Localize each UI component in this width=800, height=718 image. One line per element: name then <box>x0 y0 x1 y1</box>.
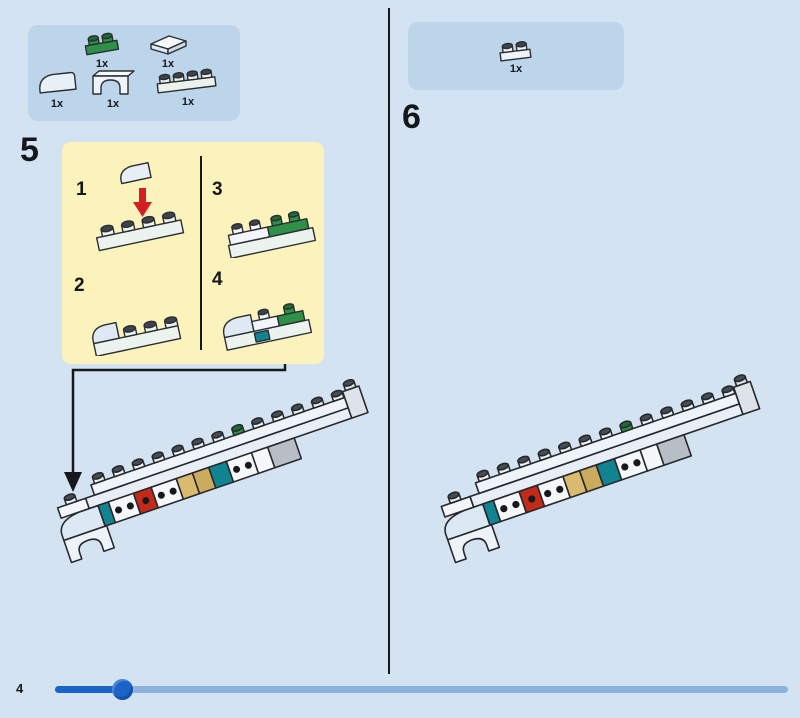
step5-assembled-model <box>43 376 384 564</box>
substep-connector-arrow <box>64 364 287 492</box>
plate-1x2-green-icon <box>84 32 120 56</box>
down-arrow-icon <box>64 472 82 492</box>
substep-3-diagram <box>227 210 317 258</box>
tile-1x2-white-icon <box>150 35 187 55</box>
progress-slider-knob[interactable] <box>112 679 133 700</box>
plate-1x4-white-icon <box>156 68 217 94</box>
substeps-divider <box>200 156 202 350</box>
substep-1-diagram <box>95 161 185 252</box>
part-count: 1x <box>50 98 64 110</box>
substep-4-number: 4 <box>212 269 223 290</box>
part-plate-1x4-white: 1x <box>152 67 224 108</box>
substep-2-diagram <box>92 316 182 356</box>
step5-parts-callout: 1x 1x 1x <box>28 25 240 121</box>
part-count: 1x <box>106 98 120 110</box>
column-divider <box>388 8 390 674</box>
part-tile-1x2-white: 1x <box>146 31 190 70</box>
step6-number: 6 <box>402 98 421 136</box>
part-arch-1x2-white: 1x <box>90 67 136 110</box>
part-count: 1x <box>95 58 109 70</box>
progress-slider-fill <box>55 686 122 693</box>
step6-assembled-model <box>427 371 776 564</box>
step5-substeps-box: 1 2 <box>62 142 324 364</box>
part-count: 1x <box>181 96 195 108</box>
part-count: 1x <box>161 58 175 70</box>
plate-1x2-white-icon <box>499 40 532 62</box>
substep-4-diagram <box>222 303 313 351</box>
red-arrow-icon <box>133 188 152 217</box>
substep-3-number: 3 <box>212 179 223 200</box>
slope-curved-1x2-white-icon <box>39 71 77 94</box>
step6-parts-callout: 1x <box>408 22 624 90</box>
part-slope-curved-1x2-white: 1x <box>34 69 80 110</box>
substep-1-number: 1 <box>76 179 87 200</box>
progress-slider-track[interactable] <box>55 679 788 700</box>
step5-number: 5 <box>20 131 39 169</box>
part-count: 1x <box>509 62 523 75</box>
substep-2-number: 2 <box>74 275 85 296</box>
part-plate-1x2-green: 1x <box>80 31 124 70</box>
part-plate-1x2-white: 1x <box>494 38 538 75</box>
arch-1x2-white-icon <box>92 70 135 95</box>
page-number: 4 <box>16 681 24 696</box>
